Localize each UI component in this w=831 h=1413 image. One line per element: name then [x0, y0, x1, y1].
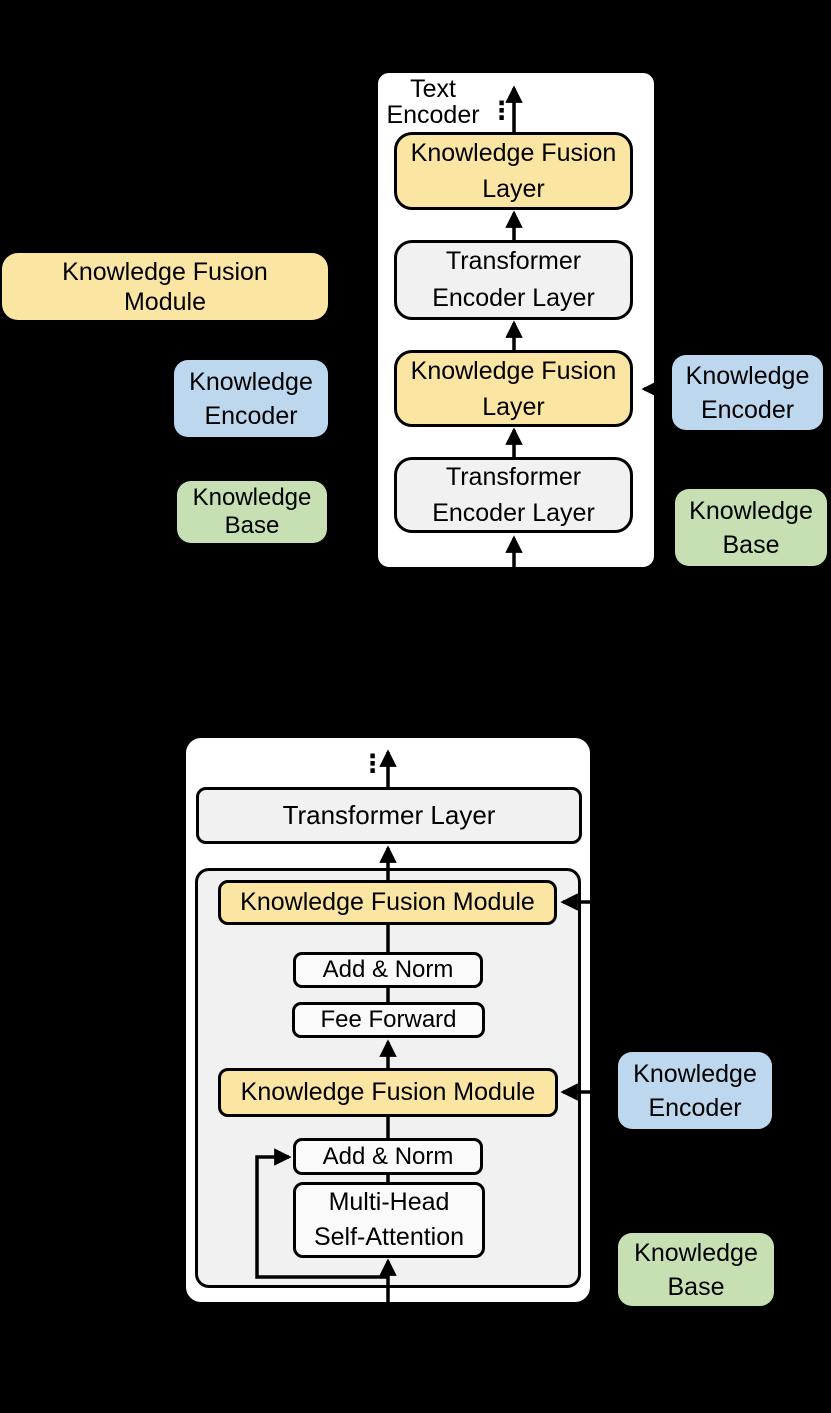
- ellipsis-top-icon: ⋮: [489, 97, 514, 125]
- multi-head-self-attention-box: Multi-Head Self-Attention: [293, 1182, 485, 1258]
- knowledge-fusion-module-2-label: Knowledge Fusion Module: [240, 1078, 536, 1106]
- knowledge-fusion-layer-2: Knowledge Fusion Layer: [394, 350, 633, 427]
- legend-knowledge-fusion-module-label: Knowledge Fusion Module: [62, 257, 268, 316]
- transformer-encoder-layer-2-label: Transformer Encoder Layer: [432, 463, 595, 527]
- add-norm-2: Add & Norm: [293, 1138, 483, 1175]
- right-top-knowledge-encoder-label: Knowledge Encoder: [685, 361, 810, 424]
- ellipsis-bottom-icon: ⋮: [360, 750, 385, 778]
- right-bottom-knowledge-encoder-label: Knowledge Encoder: [633, 1059, 757, 1122]
- feed-forward-box: Fee Forward: [292, 1002, 485, 1038]
- right-top-knowledge-base: Knowledge Base: [675, 489, 827, 566]
- knowledge-fusion-layer-1-label: Knowledge Fusion Layer: [410, 139, 617, 203]
- knowledge-fusion-module-1-label: Knowledge Fusion Module: [240, 888, 535, 916]
- legend-knowledge-fusion-module: Knowledge Fusion Module: [2, 253, 328, 320]
- right-top-knowledge-base-label: Knowledge Base: [689, 496, 813, 559]
- right-bottom-knowledge-base: Knowledge Base: [618, 1233, 774, 1306]
- knowledge-fusion-layer-1: Knowledge Fusion Layer: [394, 132, 633, 210]
- right-bottom-knowledge-base-label: Knowledge Base: [634, 1238, 758, 1301]
- feed-forward-label: Fee Forward: [320, 1006, 457, 1033]
- transformer-encoder-layer-1-label: Transformer Encoder Layer: [432, 247, 595, 312]
- multi-head-self-attention-label: Multi-Head Self-Attention: [313, 1188, 465, 1251]
- legend-left-knowledge-encoder-label: Knowledge Encoder: [189, 367, 313, 430]
- text-encoder-title: Text Encoder: [386, 75, 480, 129]
- transformer-encoder-layer-2: Transformer Encoder Layer: [394, 457, 633, 533]
- transformer-layer-box: Transformer Layer: [196, 787, 582, 844]
- knowledge-fusion-module-2: Knowledge Fusion Module: [218, 1068, 558, 1117]
- right-top-knowledge-encoder: Knowledge Encoder: [672, 355, 823, 430]
- add-norm-2-label: Add & Norm: [322, 1142, 454, 1170]
- legend-left-knowledge-base-label: Knowledge Base: [192, 484, 312, 539]
- transformer-layer-label: Transformer Layer: [282, 800, 496, 830]
- knowledge-fusion-module-1: Knowledge Fusion Module: [218, 880, 557, 925]
- legend-left-knowledge-encoder: Knowledge Encoder: [174, 360, 328, 437]
- knowledge-fusion-layer-2-label: Knowledge Fusion Layer: [410, 356, 617, 421]
- add-norm-1: Add & Norm: [293, 952, 483, 988]
- right-bottom-knowledge-encoder: Knowledge Encoder: [618, 1052, 772, 1129]
- add-norm-1-label: Add & Norm: [322, 956, 454, 983]
- transformer-encoder-layer-1: Transformer Encoder Layer: [394, 240, 633, 320]
- legend-left-knowledge-base: Knowledge Base: [177, 481, 327, 543]
